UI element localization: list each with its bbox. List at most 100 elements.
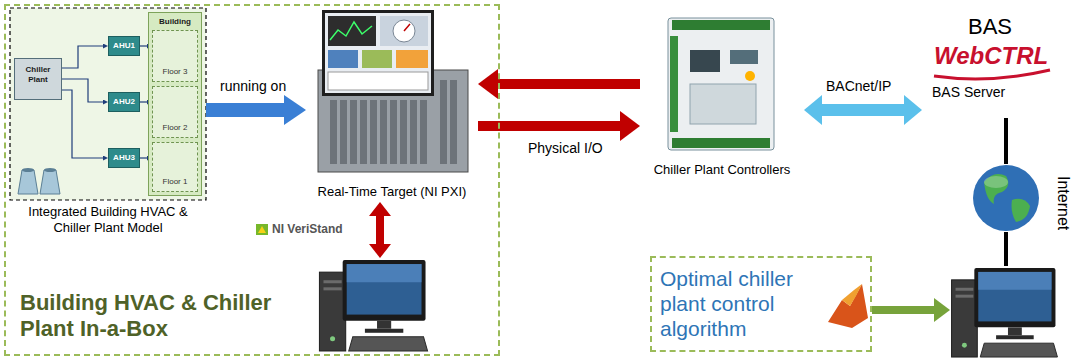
node-label: Integrated Building HVAC & Chiller Plant…	[10, 204, 206, 236]
network-label: Internet	[1054, 176, 1072, 230]
pxi-target: Real-Time Target (NI PXI)	[306, 8, 478, 202]
veristand-screenshot	[404, 24, 410, 31]
edge-label: Physical I/O	[528, 140, 603, 156]
connector-arrow	[140, 101, 147, 102]
connector-arrow	[1004, 232, 1008, 266]
system-region: Chiller PlantAHU1AHU2AHU3Floor 3Floor 2F…	[4, 4, 500, 356]
pxi-chassis	[410, 100, 417, 164]
controller-board-image	[690, 50, 720, 72]
pxi-chassis	[318, 70, 468, 172]
controller-board-image	[672, 138, 770, 148]
connector-arrow	[498, 79, 640, 89]
model-block: Chiller PlantAHU1AHU2AHU3Floor 3Floor 2F…	[10, 8, 206, 244]
computer-image	[952, 268, 1058, 357]
matlab-logo	[842, 284, 862, 306]
veristand-screenshot	[393, 20, 415, 42]
globe-image	[984, 174, 1008, 204]
controller-board: Chiller Plant Controllers	[640, 14, 804, 182]
node-label: Chiller Plant	[16, 65, 60, 85]
controller-board-image	[668, 18, 774, 150]
globe-image	[1012, 199, 1031, 222]
node-label: AHU1	[109, 41, 139, 51]
pxi-chassis	[420, 100, 427, 164]
pxi-chassis	[318, 70, 468, 172]
pxi-chassis	[360, 100, 367, 164]
veristand-screenshot	[330, 22, 372, 40]
ahu-box: AHU2	[108, 92, 140, 112]
pxi-chassis	[350, 100, 357, 164]
desktop-computer	[950, 266, 1060, 360]
veristand-screenshot	[362, 50, 392, 68]
connector-arrow	[206, 103, 284, 117]
node-label: Floor 2	[153, 123, 197, 133]
controller-board-image	[745, 71, 755, 81]
algorithm-box: Optimal chiller plant control algorithm	[650, 256, 872, 352]
webctrl-swoosh	[934, 70, 1050, 79]
ni-logo	[256, 224, 268, 235]
controller-board-image	[668, 18, 774, 150]
connector-arrow	[1004, 118, 1008, 164]
veristand-screenshot	[322, 10, 434, 96]
model-frame	[44, 168, 56, 172]
ni-logo	[256, 224, 268, 235]
connector-arrow	[822, 104, 904, 116]
controller-board-image	[690, 84, 756, 124]
model-frame	[18, 170, 38, 194]
model-frame	[40, 170, 60, 194]
pxi-chassis	[340, 100, 347, 164]
controller-board-image	[672, 20, 770, 30]
pxi-chassis	[450, 80, 457, 164]
node-label: Floor 1	[153, 177, 197, 187]
veristand-screenshot	[322, 10, 434, 96]
computer-image	[319, 260, 427, 351]
webctrl-swoosh	[934, 70, 1050, 79]
pxi-chassis	[390, 100, 397, 164]
veristand-screenshot	[325, 13, 431, 93]
veristand-screenshot	[328, 16, 376, 46]
pxi-chassis	[380, 100, 387, 164]
veristand-screenshot	[328, 72, 428, 90]
building-box: Floor 3 Floor 2 Floor 1 Building	[148, 12, 202, 196]
node-label: WebCTRL	[934, 42, 1058, 70]
node-label: Building	[149, 17, 201, 27]
floor-zone: Floor 1	[152, 142, 198, 192]
node-label: Building HVAC & Chiller Plant In-a-Box	[20, 290, 292, 342]
matlab-logo	[828, 284, 868, 328]
pxi-chassis	[440, 80, 447, 164]
pxi-chassis	[400, 100, 407, 164]
connector-arrow	[140, 157, 147, 158]
node-label: AHU2	[109, 97, 139, 107]
edge-label: NI VeriStand	[272, 222, 343, 236]
connector-arrow	[62, 90, 103, 158]
pxi-chassis	[370, 100, 377, 164]
globe-image	[973, 165, 1039, 231]
node-label: Chiller Plant Controllers	[640, 162, 804, 178]
veristand-screenshot	[396, 50, 428, 68]
bas-server: BASWebCTRL BAS Server	[922, 14, 1062, 118]
veristand-screenshot	[328, 50, 358, 68]
model-frame	[10, 8, 206, 200]
node-label: Optimal chiller plant control algorithm	[660, 266, 828, 341]
floor-zone: Floor 3	[152, 30, 198, 82]
matlab-logo	[828, 284, 868, 328]
node-label: Real-Time Target (NI PXI)	[306, 184, 478, 200]
internet-globe	[972, 164, 1040, 232]
connector-arrow	[140, 45, 147, 46]
edge-label: running on	[220, 78, 286, 94]
pxi-chassis	[330, 100, 337, 164]
globe-image	[973, 165, 1039, 231]
controller-board-image	[670, 36, 678, 132]
ahu-box: AHU1	[108, 36, 140, 56]
connector-arrow	[62, 46, 103, 68]
connector-arrow	[872, 306, 934, 314]
ni-logo	[258, 226, 266, 233]
controller-board-image	[730, 50, 758, 64]
chiller-plant-box: Chiller Plant	[14, 58, 62, 100]
model-frame	[22, 168, 34, 172]
edge-label: BACnet/IP	[826, 78, 891, 94]
node-label: BAS Server	[932, 84, 1042, 100]
node-label: BAS	[958, 14, 1022, 40]
node-label: AHU3	[109, 153, 139, 163]
